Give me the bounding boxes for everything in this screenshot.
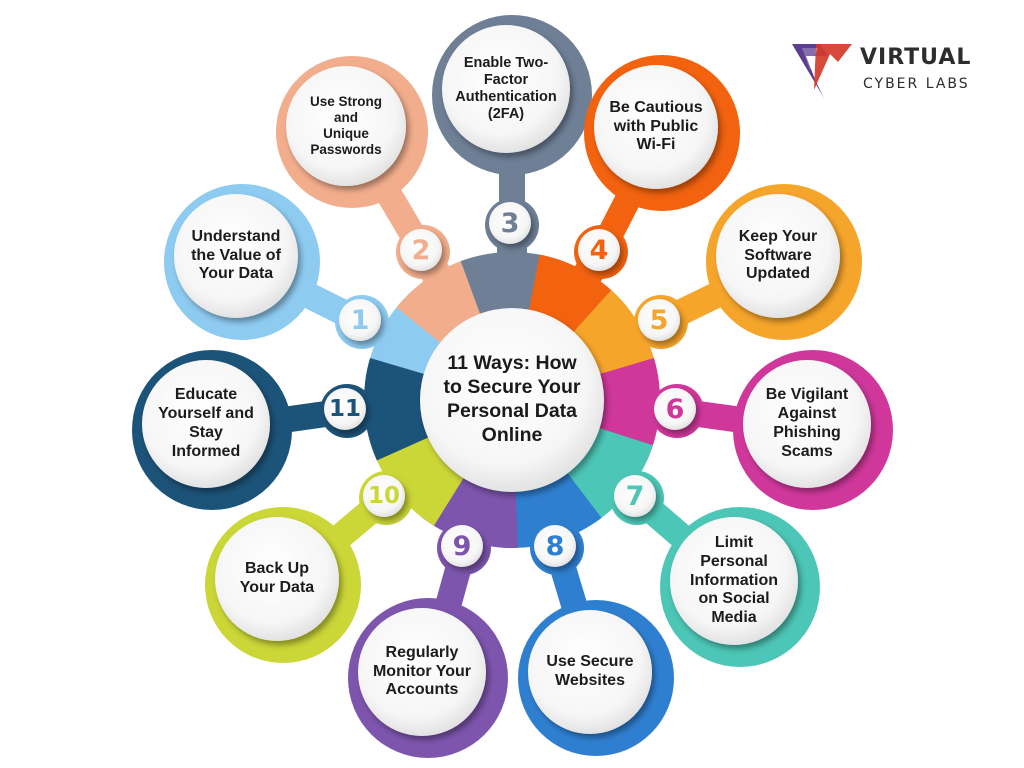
bubble-inner-1 <box>174 194 298 318</box>
step-label-9: Regularly Monitor Your Accounts <box>372 643 472 699</box>
step-number-2: 2 <box>411 234 431 266</box>
center-circle <box>420 308 604 492</box>
step-label-7: Limit Personal Information on Social Med… <box>690 533 778 627</box>
brand-mark-icon <box>792 44 852 98</box>
bubble-inner-11 <box>142 360 270 488</box>
number-inner-7 <box>614 475 656 517</box>
number-inner-4 <box>578 229 620 271</box>
step-number-1: 1 <box>350 304 370 336</box>
step-number-5: 5 <box>649 304 669 336</box>
bubble-inner-8 <box>528 610 652 734</box>
step-number-11: 11 <box>328 396 361 422</box>
brand-name: VIRTUAL <box>860 45 972 70</box>
center-title: 11 Ways: How to Secure Your Personal Dat… <box>443 352 581 446</box>
step-label-2: Use Strong and Unique Passwords <box>309 94 382 157</box>
step-number-10: 10 <box>367 483 400 509</box>
number-inner-1 <box>339 299 381 341</box>
step-number-9: 9 <box>452 530 472 562</box>
step-label-11: Educate Yourself and Stay Informed <box>158 386 254 460</box>
number-inner-2 <box>400 229 442 271</box>
number-inner-11 <box>324 388 366 430</box>
number-inner-3 <box>489 202 531 244</box>
step-label-1: Understand the Value of Your Data <box>191 227 281 283</box>
number-inner-8 <box>534 525 576 567</box>
bubble-inner-9 <box>358 608 486 736</box>
step-number-6: 6 <box>665 393 685 425</box>
step-number-8: 8 <box>545 530 565 562</box>
step-label-8: Use Secure Websites <box>546 653 634 689</box>
step-number-7: 7 <box>625 480 645 512</box>
step-number-3: 3 <box>500 207 520 239</box>
bubble-inner-10 <box>215 517 339 641</box>
brand-logo: VIRTUAL CYBER LABS <box>790 42 1000 102</box>
step-label-4: Be Cautious with Public Wi-Fi <box>609 98 703 154</box>
step-label-6: Be Vigilant Against Phishing Scams <box>765 386 849 460</box>
brand-subtitle: CYBER LABS <box>863 76 970 92</box>
bubble-inner-3 <box>442 25 570 153</box>
number-inner-9 <box>441 525 483 567</box>
number-inner-6 <box>654 388 696 430</box>
step-label-10: Back Up Your Data <box>239 560 315 596</box>
number-inner-10 <box>363 475 405 517</box>
bubble-inner-4 <box>594 65 718 189</box>
step-label-3: Enable Two- Factor Authentication (2FA) <box>455 54 557 123</box>
step-number-4: 4 <box>589 234 609 266</box>
bubble-inner-7 <box>670 517 798 645</box>
step-label-5: Keep Your Software Updated <box>738 227 818 283</box>
bubble-inner-5 <box>716 194 840 318</box>
bubble-inner-2 <box>286 66 406 186</box>
number-inner-5 <box>638 299 680 341</box>
bubble-inner-6 <box>743 360 871 488</box>
